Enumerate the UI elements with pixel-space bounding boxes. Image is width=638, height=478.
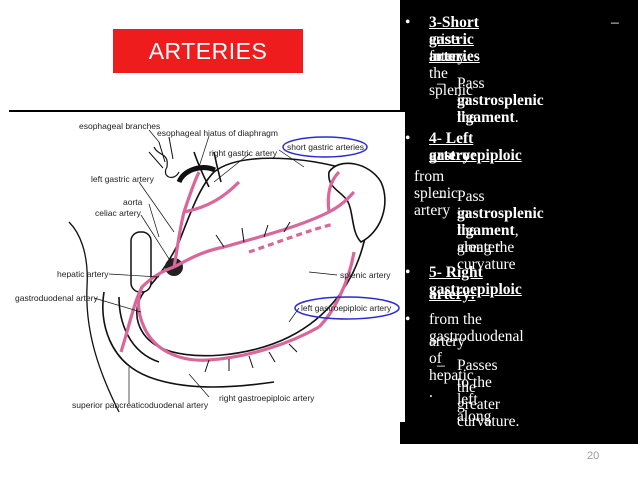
label-esophageal-branches: esophageal branches xyxy=(79,121,160,131)
sub-dash: – xyxy=(437,188,445,205)
item3-sub-a: Pass in the xyxy=(457,75,485,126)
item3-sub-c-end: . xyxy=(514,109,519,126)
item3-line3: artery. xyxy=(429,48,469,65)
bullet: • xyxy=(405,264,411,281)
item4-sub-c-end: , along the xyxy=(457,222,519,256)
item4-sub-a: Pass in the xyxy=(457,188,485,239)
left-gastroepiploic-highlight xyxy=(294,296,400,320)
label-right-gastroepiploic-artery: right gastroepiploic artery xyxy=(219,393,315,403)
item4-heading-b: artery: xyxy=(429,147,476,164)
stomach-arteries-diagram: esophageal branches esophageal hiatus of… xyxy=(9,112,405,422)
diaphragm-band xyxy=(176,165,216,184)
text-panel-background xyxy=(400,0,638,444)
item5-heading-a: 5- Right gastroepiploic xyxy=(429,264,522,298)
label-left-gastroepiploic-artery: left gastroepiploic artery xyxy=(301,303,392,313)
bullet: • xyxy=(405,14,411,31)
item3-heading: 3-Short gastric arteries xyxy=(429,14,480,65)
item4-sub-c: ligament xyxy=(457,222,515,239)
sub-dash: – xyxy=(437,357,445,374)
item5-line-a: from the gastroduodenal xyxy=(429,311,524,345)
page-number: 20 xyxy=(587,450,600,462)
label-left-gastric-artery: left gastric artery xyxy=(91,174,155,184)
bullet: • xyxy=(405,311,411,328)
label-gastroduodenal-artery: gastroduodenal artery xyxy=(15,293,98,303)
item3-dash: – xyxy=(611,14,619,31)
label-celiac-artery: celiac artery xyxy=(95,208,142,218)
item4-heading-a: 4- Left gastroepiploic xyxy=(429,130,522,164)
label-short-gastric-arteries: short gastric arteries xyxy=(287,142,364,152)
slide-title: ARTERIES xyxy=(113,29,303,73)
label-aorta: aorta xyxy=(123,197,143,207)
item3-sub-b: gastrosplenic xyxy=(457,92,544,109)
duodenum-outline xyxy=(102,291,275,388)
label-hepatic-artery: hepatic artery xyxy=(57,269,109,279)
item4-sub-c-line: ligament, along the xyxy=(457,222,519,256)
item3-sub-c-line: ligament. xyxy=(457,109,519,126)
item5-sub-a: Passes to the left along xyxy=(457,357,498,425)
item3-line2: arise from the splenic xyxy=(429,31,473,99)
item5-line-b: artery of hepatic . xyxy=(429,333,474,401)
artery-branches xyxy=(148,136,298,373)
item4-line: from splenic artery xyxy=(414,168,458,219)
label-superior-pancreaticoduodenal: superior pancreaticoduodenal artery xyxy=(72,400,209,410)
sub-dash: – xyxy=(437,75,445,92)
item5-heading-b: artery: xyxy=(429,286,476,303)
item3-sub-c: ligament xyxy=(457,109,515,126)
item4-sub-b: gastrosplenic xyxy=(457,205,544,222)
spleen-outline xyxy=(328,162,386,243)
bullet: • xyxy=(405,130,411,147)
label-splenic-artery: splenic artery xyxy=(340,270,391,280)
item4-sub-d: greater curvature xyxy=(457,239,516,273)
label-esophageal-hiatus: esophageal hiatus of diaphragm xyxy=(157,128,278,138)
diagram-svg: esophageal branches esophageal hiatus of… xyxy=(15,121,400,413)
short-gastric-highlight xyxy=(282,136,368,158)
item5-sub-b: the greater curvature. xyxy=(457,379,520,430)
label-right-gastric-artery: right gastric artery xyxy=(209,148,278,158)
artery-network xyxy=(119,170,356,362)
